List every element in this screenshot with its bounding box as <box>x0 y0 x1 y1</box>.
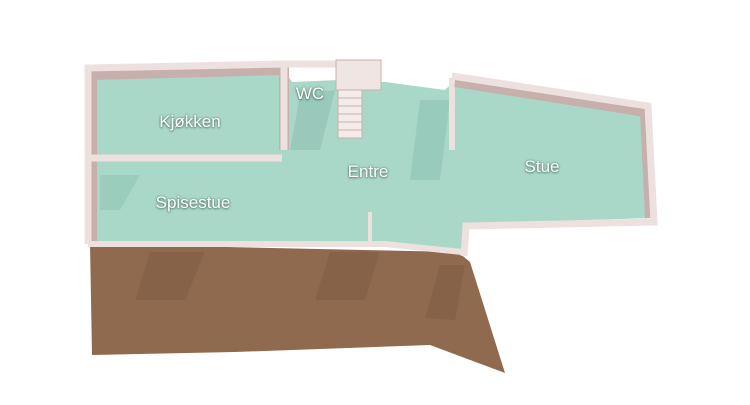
ground-shadow <box>135 252 205 300</box>
floor-shadow <box>410 100 450 180</box>
room-label-dining: Spisestue <box>155 193 231 212</box>
room-label-living: Stue <box>524 157 560 176</box>
ground-shadow <box>425 265 465 320</box>
wall-south <box>88 241 463 255</box>
floor-shadow <box>100 175 140 210</box>
room-label-wc: WC <box>295 84 325 103</box>
staircase <box>335 59 382 139</box>
ground-shadow <box>315 252 380 300</box>
floor <box>90 70 650 250</box>
floor-shadow <box>290 90 335 150</box>
wall-stue-outer <box>451 72 658 257</box>
room-label-kitchen: Kjøkken <box>159 112 221 131</box>
room-label-entrance: Entre <box>347 162 389 181</box>
